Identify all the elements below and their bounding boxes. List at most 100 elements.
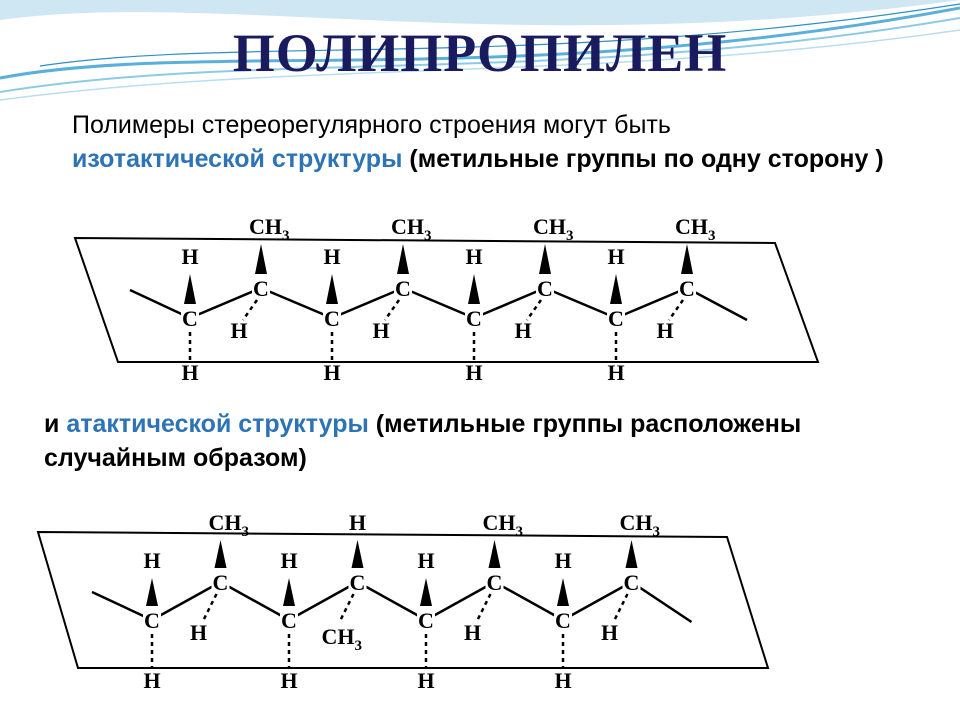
backbone-bond	[425, 580, 496, 622]
decorative-waves	[0, 0, 960, 101]
hydrogen-atom-down: H	[601, 620, 618, 645]
backbone-bond	[260, 286, 333, 320]
wedge-bond	[184, 274, 196, 304]
carbon-bg	[622, 570, 641, 592]
carbon-atom: C	[144, 608, 160, 633]
carbon-bg	[536, 276, 554, 298]
wedge-bond	[625, 540, 638, 568]
backbone-bond	[331, 286, 404, 320]
hydrogen-atom-down: H	[607, 360, 624, 385]
backbone-bond	[562, 580, 633, 622]
wedge-bond	[326, 274, 338, 304]
carbon-atom: C	[418, 608, 434, 633]
hydrogen-atom-up: H	[280, 548, 297, 573]
carbon-bg	[280, 608, 298, 630]
wedge-bond	[488, 540, 501, 568]
hydrogen-atom-down: H	[280, 668, 297, 693]
carbon-bg	[143, 608, 161, 630]
wedge-bond	[610, 274, 622, 304]
carbon-bg	[323, 306, 341, 328]
dashed-bond	[338, 593, 355, 623]
carbon-bg	[465, 306, 483, 328]
carbon-bg	[554, 608, 572, 630]
backbone-bond	[151, 580, 222, 622]
carbon-atom: C	[624, 570, 640, 595]
projection-plane	[36, 530, 770, 669]
hydrogen-atom-down: H	[323, 360, 340, 385]
atactic-term: атактической структуры	[66, 410, 369, 438]
projection-plane	[73, 236, 820, 363]
wedge-bond	[557, 578, 569, 606]
carbon-bg	[348, 570, 367, 592]
hydrogen-atom-down: H	[230, 318, 247, 343]
atactic-paragraph: и атактической структуры (метильные груп…	[44, 407, 924, 475]
carbon-atom: C	[608, 306, 624, 331]
carbon-bg	[394, 276, 412, 298]
carbon-bg	[485, 570, 504, 592]
carbon-bg	[678, 276, 696, 298]
wedge-bond	[468, 274, 480, 304]
hydrogen-atom-up: H	[465, 244, 482, 269]
carbon-atom: C	[253, 276, 269, 301]
intro-text: Полимеры стереорегулярного строения могу…	[72, 111, 671, 139]
carbon-atom: C	[213, 570, 229, 595]
intro-paragraph: Полимеры стереорегулярного строения могу…	[72, 108, 932, 176]
wedge-bond	[283, 578, 295, 606]
hydrogen-atom-down: H	[554, 668, 571, 693]
hydrogen-atom-up: H	[349, 510, 366, 535]
isotactic-description: (метильные группы по одну сторону )	[409, 145, 884, 173]
conjunction: и	[44, 410, 60, 438]
carbon-atom: C	[466, 306, 482, 331]
hydrogen-atom-up: H	[143, 548, 160, 573]
carbon-bg	[181, 306, 199, 328]
backbone-bond	[402, 286, 475, 320]
carbon-bg	[417, 608, 435, 630]
methyl-group-up: CH3	[675, 214, 716, 244]
wedge-bond	[420, 578, 432, 606]
wedge-bond	[351, 540, 364, 568]
slide-title: ПОЛИПРОПИЛЕН	[232, 23, 728, 83]
hydrogen-atom-down: H	[372, 318, 389, 343]
carbon-atom: C	[350, 570, 366, 595]
hydrogen-atom-up: H	[554, 548, 571, 573]
wedge-bond	[397, 244, 409, 274]
backbone-bond	[129, 288, 191, 320]
backbone-bond	[288, 580, 359, 622]
backbone-bond	[219, 580, 290, 622]
hydrogen-atom-up: H	[181, 244, 198, 269]
backbone-bond	[189, 286, 262, 320]
carbon-atom: C	[487, 570, 503, 595]
wedge-bond	[681, 244, 693, 274]
dashed-bond	[475, 593, 492, 623]
dashed-bond	[612, 593, 629, 623]
hydrogen-atom-down: H	[143, 668, 160, 693]
hydrogen-atom-up: H	[323, 244, 340, 269]
wedge-bond	[539, 244, 551, 274]
methyl-group-up: CH3	[483, 510, 524, 540]
methyl-group-down: CH3	[322, 624, 363, 654]
isotactic-term: изотактической структуры	[72, 145, 403, 173]
hydrogen-atom-up: H	[417, 548, 434, 573]
methyl-group-up: CH3	[620, 510, 661, 540]
backbone-bond	[544, 286, 617, 320]
carbon-bg	[211, 570, 230, 592]
hydrogen-atom-down: H	[464, 620, 481, 645]
backbone-bond	[615, 286, 688, 320]
carbon-atom: C	[281, 608, 297, 633]
backbone-bond	[493, 580, 564, 622]
hydrogen-atom-down: H	[656, 318, 673, 343]
carbon-atom: C	[324, 306, 340, 331]
methyl-group-up: CH3	[533, 214, 574, 244]
carbon-atom: C	[679, 276, 695, 301]
backbone-bond	[356, 580, 427, 622]
backbone-bond	[473, 286, 546, 320]
carbon-atom: C	[537, 276, 553, 301]
carbon-atom: C	[395, 276, 411, 301]
methyl-group-up: CH3	[249, 214, 290, 244]
hydrogen-atom-down: H	[417, 668, 434, 693]
backbone-bond	[630, 580, 693, 624]
wedge-bond	[255, 244, 267, 274]
hydrogen-atom-down: H	[181, 360, 198, 385]
